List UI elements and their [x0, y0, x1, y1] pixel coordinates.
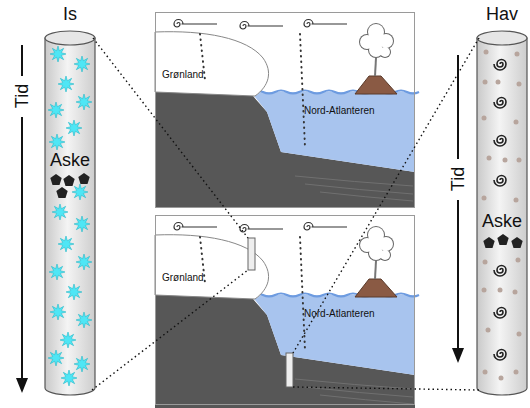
ice-core — [248, 238, 255, 270]
sediment-grain — [514, 370, 519, 375]
time-arrow — [21, 45, 23, 76]
ice-crystal — [60, 332, 76, 348]
ice-crystal — [72, 184, 88, 200]
sediment-grain — [482, 196, 487, 201]
foraminifera — [494, 136, 506, 147]
sediment-grain — [486, 328, 491, 333]
ice-crystal — [66, 120, 82, 136]
sediment-grain — [514, 120, 519, 125]
sediment-grain — [482, 116, 487, 121]
arrow-head — [452, 348, 464, 363]
cylinder-outline — [472, 2, 530, 400]
core-heading: Hav — [472, 5, 530, 25]
ice-core-cylinder: IsAske — [40, 2, 100, 400]
ash-particle — [56, 187, 67, 198]
foraminifera — [494, 60, 506, 71]
cylinder-body — [45, 38, 95, 395]
sediment-grain — [496, 80, 501, 85]
foraminifera — [494, 266, 506, 277]
ice-crystal — [48, 102, 64, 118]
sediment-grain — [482, 288, 487, 293]
ice-crystals — [48, 46, 92, 386]
sediment-core — [286, 353, 293, 387]
cylinder-top — [45, 31, 95, 45]
sediment-grain — [499, 376, 504, 381]
foraminifera — [494, 350, 506, 361]
ice-crystal — [74, 216, 90, 232]
ash-particle — [50, 174, 61, 185]
ash-particle — [497, 234, 508, 245]
sediment-grain — [516, 258, 521, 263]
ice-crystal — [76, 94, 92, 110]
time-arrow — [21, 117, 23, 380]
ash-particle — [511, 237, 522, 248]
ice-crystal — [50, 46, 66, 62]
time-arrow — [457, 200, 459, 350]
time-label: Tid — [447, 159, 469, 199]
scene-bottom — [155, 215, 419, 408]
cylinder-outline — [40, 2, 100, 400]
sediment-grain — [483, 370, 488, 375]
ice-crystal — [76, 312, 92, 328]
leader-lines — [92, 38, 479, 390]
ice-crystal — [58, 236, 74, 252]
place-label: Nord-Atlanteren — [304, 105, 412, 116]
ash-label: Aske — [40, 151, 100, 171]
ash-label: Aske — [472, 212, 530, 232]
ice-crystal — [61, 370, 77, 386]
sediment-grain — [503, 158, 508, 163]
place-label: Grønland — [162, 69, 242, 80]
sediment-grain — [517, 82, 522, 87]
foraminifera — [494, 60, 506, 361]
time-label: Tid — [11, 76, 33, 116]
arrow-head — [16, 378, 28, 393]
sediment-grain — [515, 52, 520, 57]
sediment-grain — [513, 290, 518, 295]
sediment-grain — [487, 156, 492, 161]
foraminifera — [494, 176, 506, 187]
sediment-grain — [484, 50, 489, 55]
place-label: Nord-Atlanteren — [304, 308, 412, 319]
sediment-grain — [514, 198, 519, 203]
leader-line — [93, 38, 248, 238]
scene-panel: GrønlandNord-Atlanteren — [155, 12, 415, 208]
time-arrow — [457, 55, 459, 159]
ice-crystal — [74, 56, 90, 72]
ash-particle — [78, 173, 89, 184]
foraminifera — [494, 98, 506, 109]
leader-line — [293, 387, 479, 390]
ice-crystal — [49, 134, 65, 150]
ice-crystal — [49, 264, 65, 280]
sediment-grain — [498, 288, 503, 293]
ice-crystal — [58, 76, 74, 92]
ice-crystal — [50, 304, 66, 320]
ice-crystal — [76, 254, 92, 270]
sediment-core-cylinder: HavAske — [472, 2, 530, 400]
place-label: Grønland — [162, 272, 242, 283]
ash-particle — [63, 175, 74, 186]
sediment-grain — [517, 158, 522, 163]
leader-line — [92, 270, 248, 390]
sediment-grain — [517, 332, 522, 337]
ice-crystal — [74, 356, 90, 372]
sediment-grains — [482, 50, 522, 381]
time-arrows — [16, 45, 464, 393]
ash-particle — [483, 237, 494, 248]
scene-panel: GrønlandNord-Atlanteren — [155, 215, 415, 405]
foraminifera — [494, 308, 506, 319]
cylinder-top — [477, 31, 527, 45]
scene-top — [155, 12, 419, 208]
ice-crystal — [48, 350, 64, 366]
ice-crystal — [66, 284, 82, 300]
sediment-grain — [483, 260, 488, 265]
core-heading: Is — [40, 5, 100, 25]
ice-crystal — [52, 204, 68, 220]
sediment-grain — [483, 80, 488, 85]
leader-line — [293, 38, 479, 353]
